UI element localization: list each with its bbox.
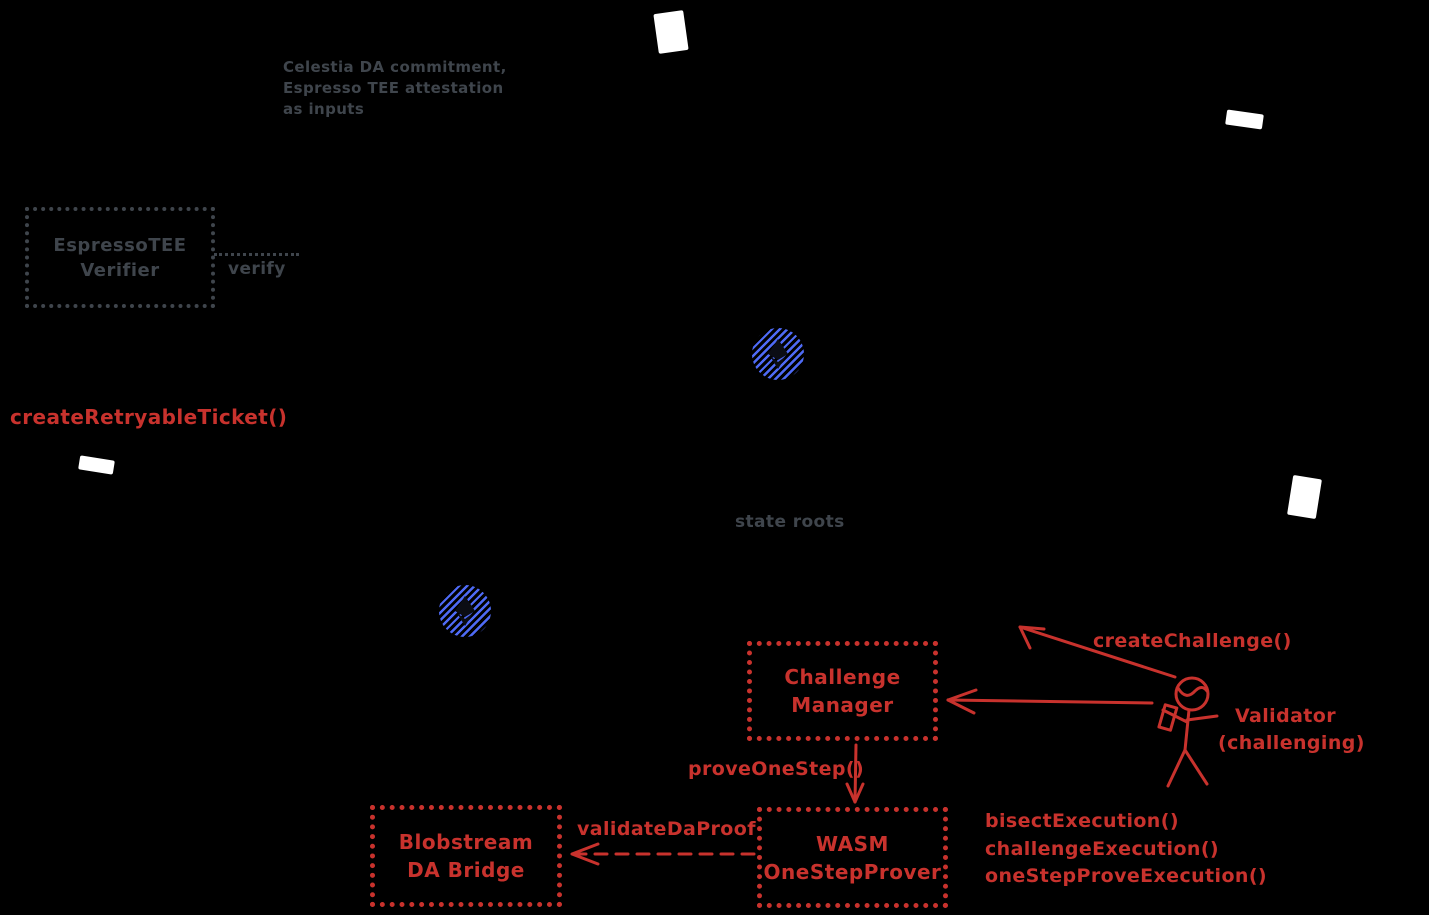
- document-icon: [1225, 109, 1264, 130]
- verify-connector-line: [214, 253, 299, 256]
- validator-label-line1: Validator: [1234, 705, 1337, 727]
- create-challenge-call: createChallenge(): [1093, 630, 1292, 652]
- wasm-one-step-prover-label-line2: OneStepProver: [763, 859, 942, 884]
- celestia-da-note: Celestia DA commitment, Espresso TEE att…: [283, 58, 507, 118]
- blobstream-da-bridge-label-line1: Blobstream: [398, 830, 534, 854]
- document-icon: [653, 10, 689, 54]
- document-icon: [1287, 474, 1322, 520]
- validator-label-line2: (challenging): [1218, 732, 1365, 754]
- challenge-manager-label-line1: Challenge: [784, 665, 901, 689]
- challenge-execution-call: challengeExecution(): [985, 838, 1219, 860]
- state-roots-label: state roots: [735, 512, 845, 532]
- one-step-prove-execution-call: oneStepProveExecution(): [985, 865, 1267, 887]
- validator-label: Validator (challenging): [1218, 703, 1365, 757]
- ethereum-diamond-glyph: [768, 339, 788, 369]
- espresso-tee-verifier-label-line1: EspressoTEE: [53, 234, 187, 256]
- ethereum-diamond-glyph: [455, 596, 475, 626]
- prover-to-blobstream-dashed-arrow: [570, 842, 756, 866]
- document-icon: [78, 455, 115, 475]
- blobstream-da-bridge-box: Blobstream DA Bridge: [370, 805, 562, 907]
- prove-one-step-call: proveOneStep(): [688, 758, 865, 780]
- challenge-manager-box: Challenge Manager: [747, 641, 938, 741]
- create-challenge-arrow: [1018, 625, 1177, 679]
- validate-da-proof-call: validateDaProof: [577, 818, 756, 840]
- challenge-manager-label-line2: Manager: [791, 693, 894, 717]
- person-icon: [1157, 676, 1219, 788]
- blobstream-da-bridge-label-line2: DA Bridge: [407, 858, 525, 882]
- bisect-execution-call: bisectExecution(): [985, 810, 1179, 832]
- challenge-manager-to-prover-arrow: [845, 743, 865, 804]
- espresso-tee-verifier-label-line2: Verifier: [80, 259, 160, 281]
- ethereum-icon: [439, 585, 491, 637]
- validator-to-challenge-manager-arrow: [946, 688, 1154, 715]
- wasm-one-step-prover-box: WASM OneStepProver: [757, 807, 948, 908]
- wasm-one-step-prover-label-line1: WASM: [816, 831, 889, 856]
- espresso-tee-verifier-box: EspressoTEE Verifier: [25, 207, 215, 308]
- create-retryable-ticket-call: createRetryableTicket(): [10, 405, 288, 429]
- verify-label: verify: [228, 259, 286, 279]
- ethereum-icon: [752, 328, 804, 380]
